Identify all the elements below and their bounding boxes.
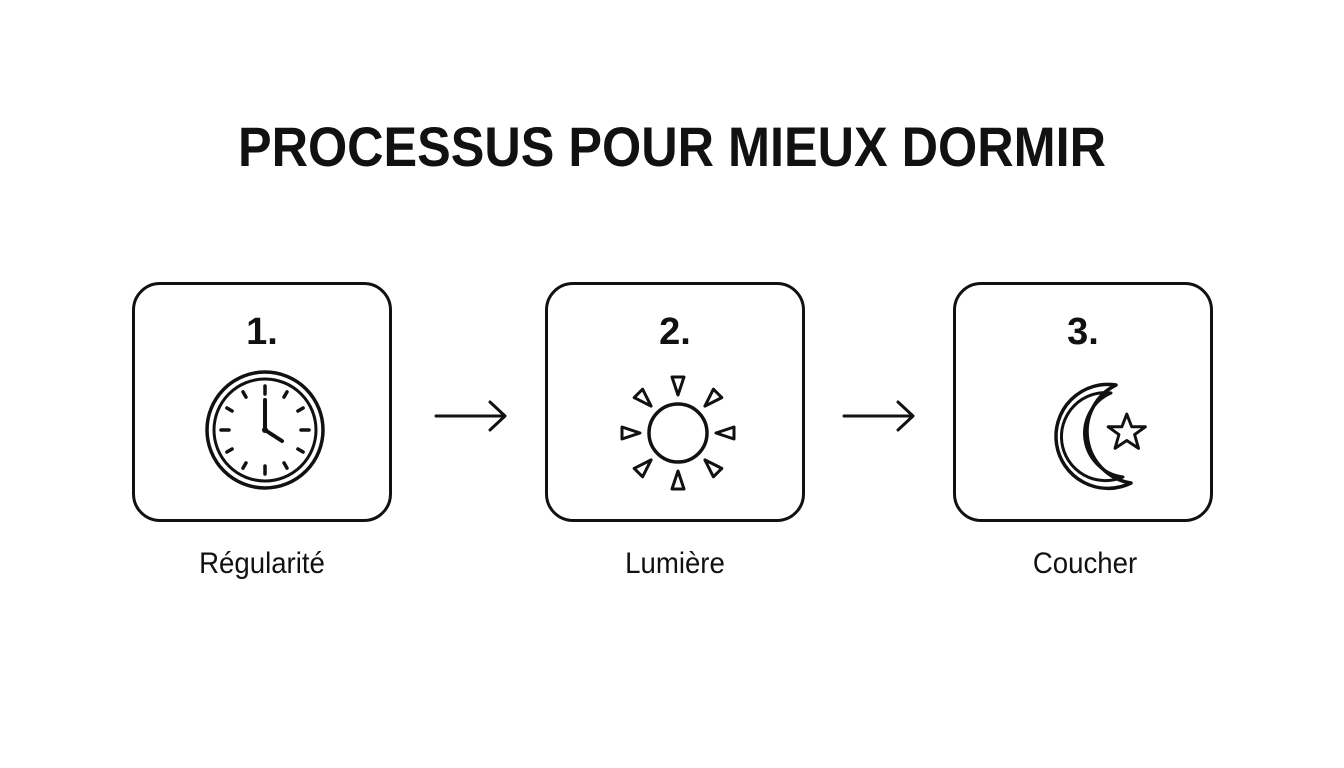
diagram-title: PROCESSUS POUR MIEUX DORMIR <box>237 115 1107 178</box>
arrow-right-icon <box>432 396 512 436</box>
step-card-3: 3. <box>953 282 1213 522</box>
step-label-2: Lumière <box>625 547 725 580</box>
arrow-right-icon <box>840 396 920 436</box>
step-number: 1. <box>246 311 278 353</box>
moon-star-icon <box>1021 365 1151 495</box>
step-card-2: 2. <box>545 282 805 522</box>
step-label-1: Régularité <box>199 547 325 580</box>
step-label-3: Coucher <box>1032 547 1138 580</box>
step-card-1: 1. <box>132 282 392 522</box>
step-number: 3. <box>1067 311 1099 353</box>
sun-icon <box>613 365 743 495</box>
clock-icon <box>200 365 330 495</box>
step-number: 2. <box>659 311 691 353</box>
